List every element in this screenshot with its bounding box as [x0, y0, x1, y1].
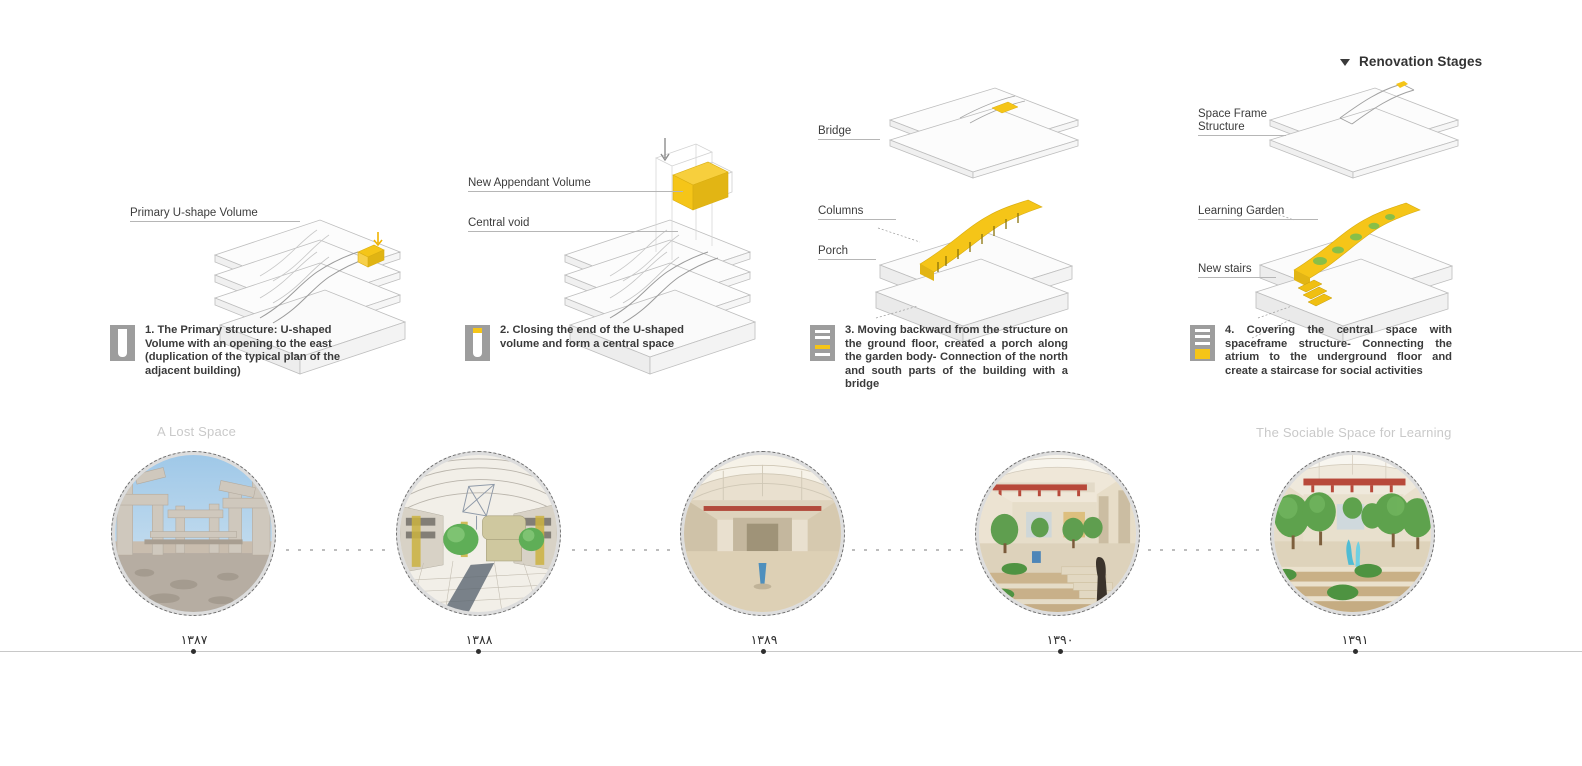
- label-space-frame-structure: Space Frame Structure: [1198, 102, 1286, 136]
- leader-text: Central void: [468, 217, 530, 229]
- timeline-dot-1: [191, 648, 196, 654]
- timeline-photo-1391[interactable]: [1270, 451, 1435, 616]
- stage-panel-1: Primary U-shape Volume: [110, 80, 440, 390]
- leader-line: [130, 221, 300, 222]
- chevron-down-icon: [1340, 59, 1350, 66]
- leader-text: New stairs: [1198, 263, 1252, 275]
- timeline-date-1: ۱۳۸۷: [180, 633, 208, 647]
- stage-caption-4: 4. Covering the central space with space…: [1190, 324, 1452, 378]
- stage-icon-4: [1190, 325, 1215, 361]
- timeline-dot-5: [1353, 648, 1358, 654]
- leader-text: Columns: [818, 205, 864, 217]
- label-porch: Porch: [818, 238, 876, 260]
- timeline-dot-2: [476, 648, 481, 654]
- timeline-end-title: The Sociable Space for Learning: [1256, 425, 1452, 440]
- stage-3-axonometric-diagram: [810, 80, 1150, 390]
- stage-caption-text: 3. Moving backward from the structure on…: [845, 324, 1068, 391]
- stage-caption-3: 3. Moving backward from the structure on…: [810, 324, 1068, 392]
- timeline-photo-1387[interactable]: [111, 451, 276, 616]
- timeline-dot-3: [761, 648, 766, 654]
- timeline-axis: [0, 651, 1582, 652]
- stage-caption-text: 4. Covering the central space with space…: [1225, 324, 1452, 377]
- stage-caption-text: 2. Closing the end of the U-shaped volum…: [500, 324, 684, 350]
- leader-line: [468, 191, 683, 192]
- stage-caption-1: 1. The Primary structure: U-shaped Volum…: [110, 324, 360, 378]
- stage-4-axonometric-diagram: [1190, 80, 1530, 390]
- timeline-date-2: ۱۳۸۸: [465, 633, 493, 647]
- timeline-photo-1389[interactable]: [680, 451, 845, 616]
- leader-line: [818, 259, 876, 260]
- stage-caption-2: 2. Closing the end of the U-shaped volum…: [465, 324, 715, 361]
- label-bridge: Bridge: [818, 118, 880, 140]
- leader-line: [818, 219, 896, 220]
- stage-caption-text: 1. The Primary structure: U-shaped Volum…: [145, 324, 341, 377]
- label-new-stairs: New stairs: [1198, 256, 1276, 278]
- timeline-date-4: ۱۳۹۰: [1046, 633, 1074, 647]
- leader-text: Space Frame Structure: [1198, 108, 1268, 133]
- timeline-date-5: ۱۳۹۱: [1341, 633, 1369, 647]
- leader-line: [818, 139, 880, 140]
- leader-line: [468, 231, 678, 232]
- legend-renovation-stages[interactable]: Renovation Stages: [1340, 54, 1482, 69]
- timeline-dot-4: [1058, 648, 1063, 654]
- leader-text: Porch: [818, 245, 849, 257]
- leader-text: Learning Garden: [1198, 205, 1285, 217]
- leader-text: New Appendant Volume: [468, 177, 591, 189]
- timeline-photo-1388[interactable]: [396, 451, 561, 616]
- label-learning-garden: Learning Garden: [1198, 198, 1318, 220]
- stage-icon-1: [110, 325, 135, 361]
- stage-panel-2: New Appendant Volume Central void: [460, 80, 790, 390]
- leader-line: [1198, 135, 1286, 136]
- label-columns: Columns: [818, 198, 896, 220]
- stage-1-axonometric-diagram: [110, 80, 440, 390]
- stage-icon-2: [465, 325, 490, 361]
- stage-panel-3: Bridge Columns Porch: [810, 80, 1150, 390]
- stage-2-axonometric-diagram: [460, 80, 790, 390]
- timeline-connector-4: [1148, 549, 1262, 551]
- stage-icon-3: [810, 325, 835, 361]
- leader-text: Bridge: [818, 125, 852, 137]
- timeline-connector-3: [852, 549, 966, 551]
- label-new-appendant-volume: New Appendant Volume: [468, 168, 683, 192]
- legend-label: Renovation Stages: [1359, 54, 1483, 69]
- leader-line: [1198, 277, 1276, 278]
- timeline-connector-1: [286, 549, 386, 551]
- timeline-start-title: A Lost Space: [157, 424, 237, 439]
- timeline-photo-1390[interactable]: [975, 451, 1140, 616]
- timeline-date-3: ۱۳۸۹: [750, 633, 778, 647]
- label-primary-u-shape-volume: Primary U-shape Volume: [130, 198, 300, 222]
- label-central-void: Central void: [468, 208, 678, 232]
- leader-text: Primary U-shape Volume: [130, 207, 258, 219]
- leader-line: [1198, 219, 1318, 220]
- stage-panel-4: Space Frame Structure Learning Garden Ne…: [1190, 80, 1530, 390]
- timeline-connector-2: [572, 549, 670, 551]
